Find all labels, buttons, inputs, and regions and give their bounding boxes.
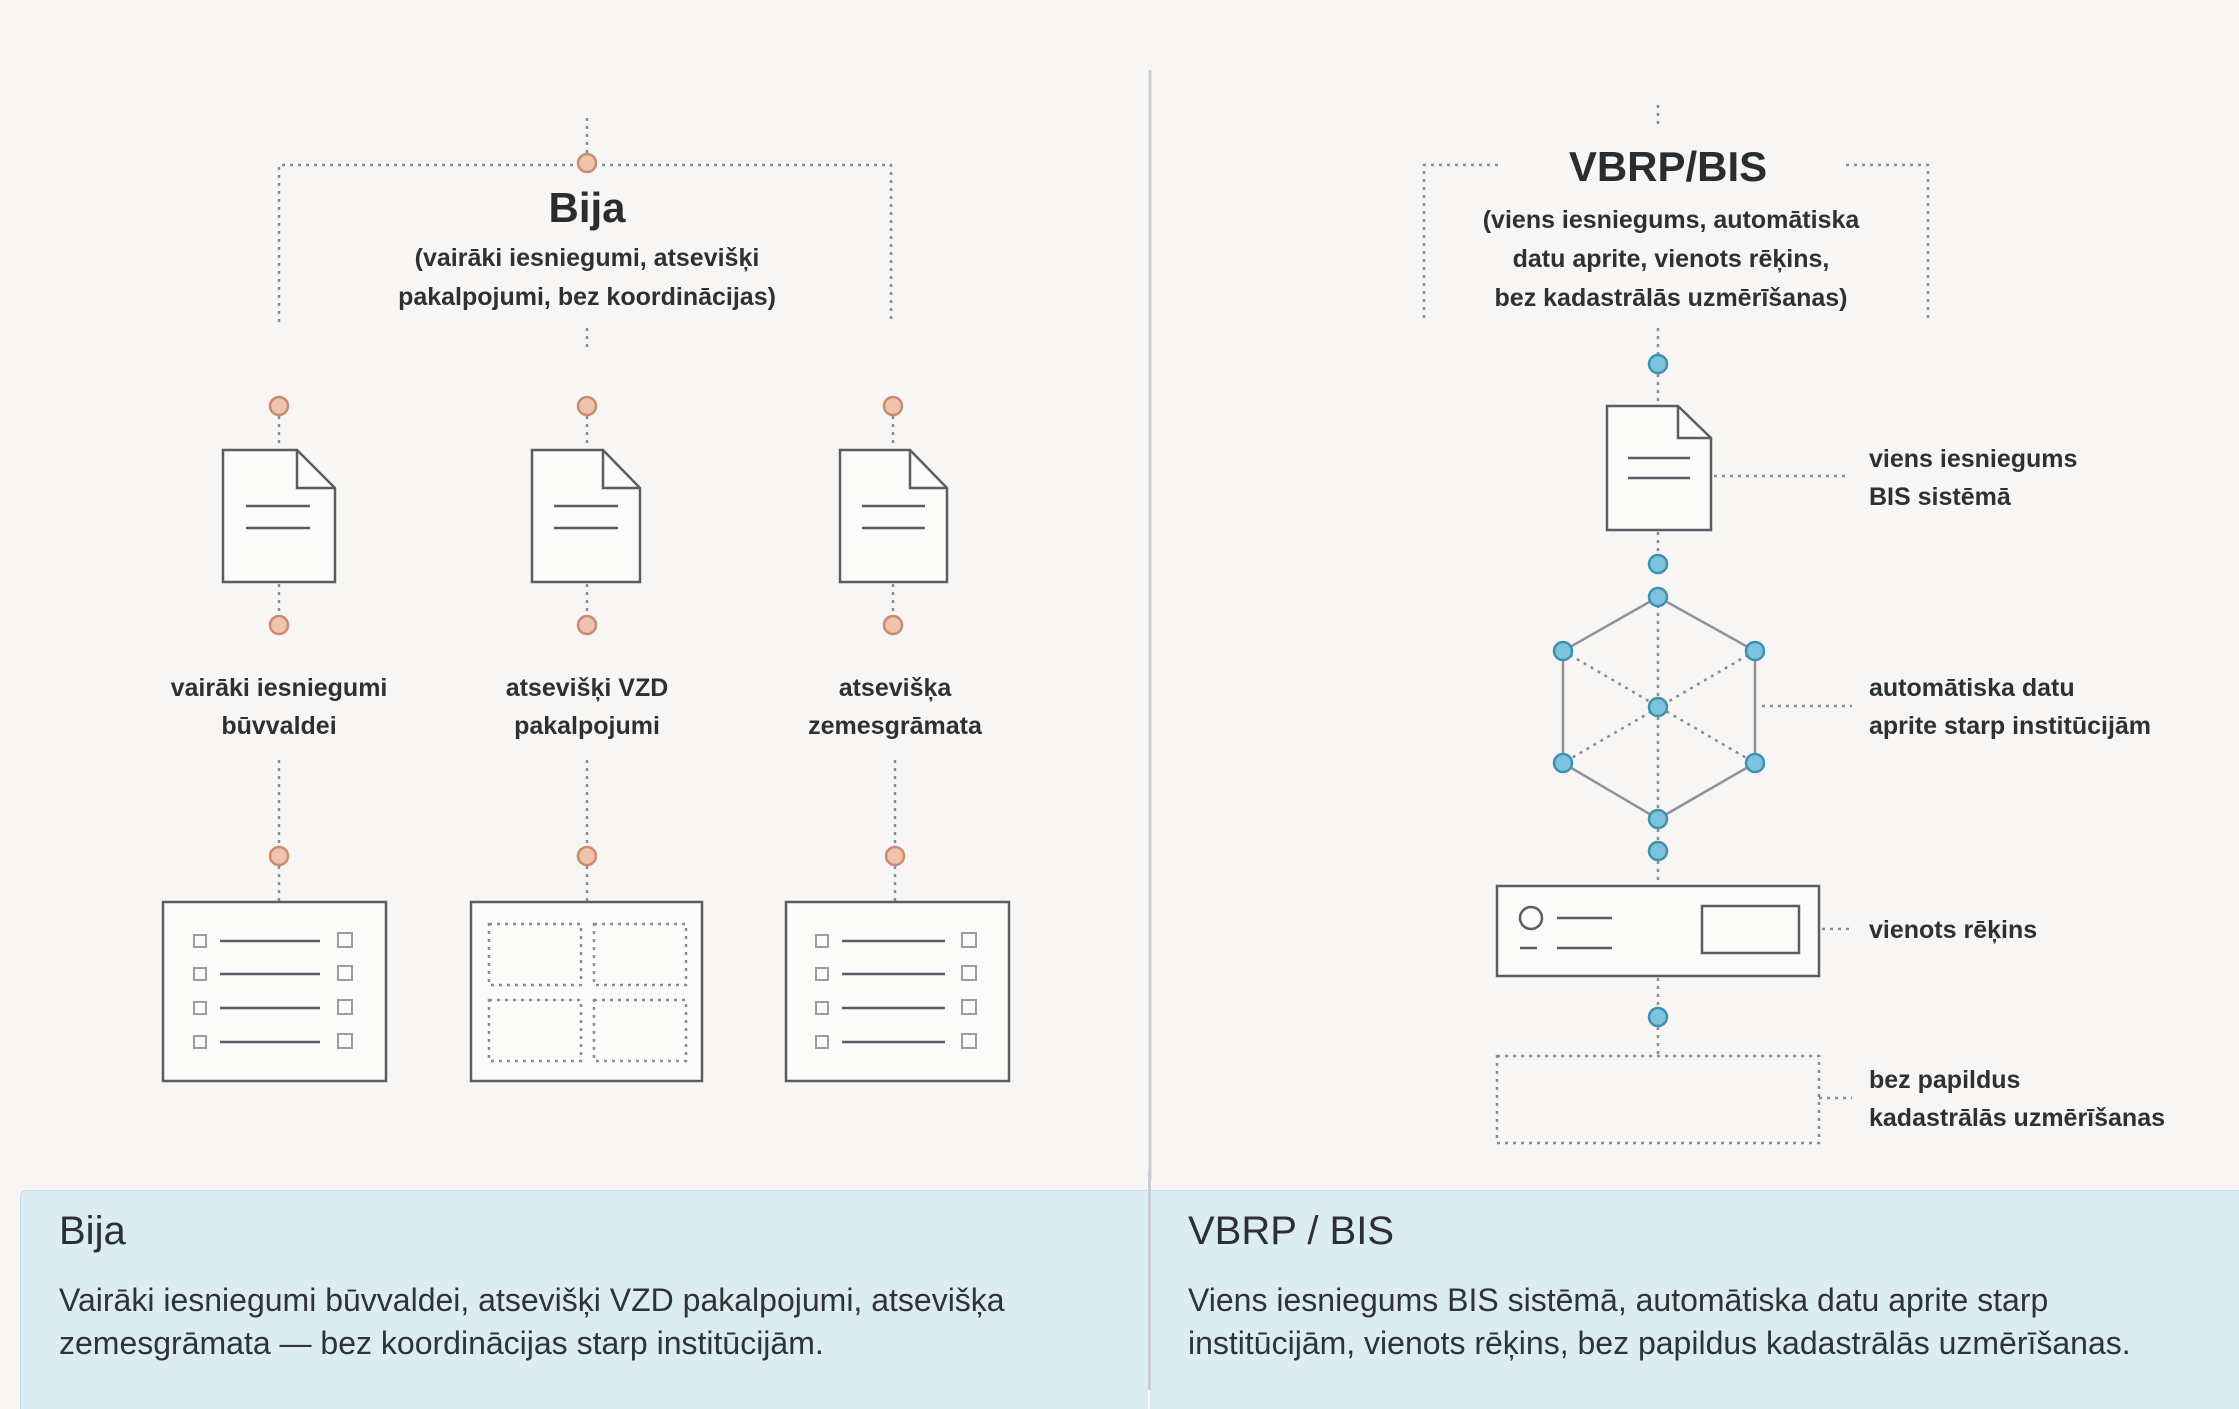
- caption-left: Bija Vairāki iesniegumi būvvaldei, atsev…: [20, 1190, 1148, 1409]
- document-icon: [221, 448, 337, 584]
- left-subtitle-1: (vairāki iesniegumi, atsevišķi: [415, 244, 760, 272]
- left-column-3: atsevišķa zemesgrāmata: [784, 395, 1011, 1083]
- right-step-1-label-2: BIS sistēmā: [1869, 483, 2012, 511]
- caption-left-title: Bija: [59, 1209, 126, 1253]
- left-column-1: vairāki iesniegumi būvvaldei: [161, 395, 388, 1083]
- empty-placeholder-box: [1495, 1054, 1821, 1145]
- left-top-node: [576, 152, 598, 174]
- right-panel: VBRP/BIS (viens iesniegums, automātiska …: [1422, 105, 2165, 1145]
- right-step-2: automātiska datu aprite starp institūcij…: [1552, 586, 2151, 830]
- left-subtitle-2: pakalpojumi, bez koordinācijas): [398, 283, 776, 311]
- left-column-2-label-2: pakalpojumi: [514, 712, 660, 740]
- left-column-3-label-2: zemesgrāmata: [808, 712, 983, 740]
- right-step-3-label-1: vienots rēķins: [1869, 916, 2037, 944]
- grid-form-icon: [469, 900, 704, 1083]
- invoice-icon: [1495, 884, 1821, 978]
- document-icon: [530, 448, 642, 584]
- caption-divider: [1148, 1170, 1151, 1390]
- right-step-2-label-2: aprite starp institūcijām: [1869, 712, 2151, 740]
- left-column-1-label-2: būvvaldei: [221, 712, 336, 740]
- network-icon: [1552, 586, 1766, 830]
- right-step-4-label-1: bez papildus: [1869, 1066, 2020, 1094]
- caption-right-body: Viens iesniegums BIS sistēmā, automātisk…: [1188, 1282, 2131, 1361]
- right-title: VBRP/BIS: [1569, 143, 1767, 190]
- right-step-2-label-1: automātiska datu: [1869, 674, 2075, 702]
- right-subtitle-1: (viens iesniegums, automātiska: [1483, 206, 1861, 234]
- left-column-2-label-1: atsevišķi VZD: [506, 674, 669, 702]
- right-step-4-label-2: kadastrālās uzmērīšanas: [1869, 1104, 2165, 1132]
- left-column-3-label-1: atsevišķa: [839, 674, 953, 702]
- checklist-form-icon: [161, 900, 388, 1083]
- right-step-4: bez papildus kadastrālās uzmērīšanas: [1495, 1054, 2165, 1145]
- right-step-1: viens iesniegums BIS sistēmā: [1605, 404, 2077, 532]
- right-subtitle-3: bez kadastrālās uzmērīšanas): [1495, 284, 1848, 312]
- document-icon: [1605, 404, 1713, 532]
- checklist-form-icon: [784, 900, 1011, 1083]
- caption-right-title: VBRP / BIS: [1188, 1209, 1395, 1253]
- left-title: Bija: [548, 184, 626, 231]
- document-icon: [838, 448, 949, 584]
- caption-right: VBRP / BIS Viens iesniegums BIS sistēmā,…: [1150, 1190, 2239, 1409]
- right-step-1-label-1: viens iesniegums: [1869, 445, 2077, 473]
- left-panel: Bija (vairāki iesniegumi, atsevišķi paka…: [161, 118, 1011, 1083]
- left-column-1-label-1: vairāki iesniegumi: [171, 674, 388, 702]
- right-step-3: vienots rēķins: [1495, 884, 2037, 978]
- right-subtitle-2: datu aprite, vienots rēķins,: [1513, 245, 1830, 273]
- right-node: [1647, 353, 1669, 375]
- caption-left-body: Vairāki iesniegumi būvvaldei, atsevišķi …: [59, 1282, 1005, 1361]
- left-column-2: atsevišķi VZD pakalpojumi: [469, 395, 704, 1083]
